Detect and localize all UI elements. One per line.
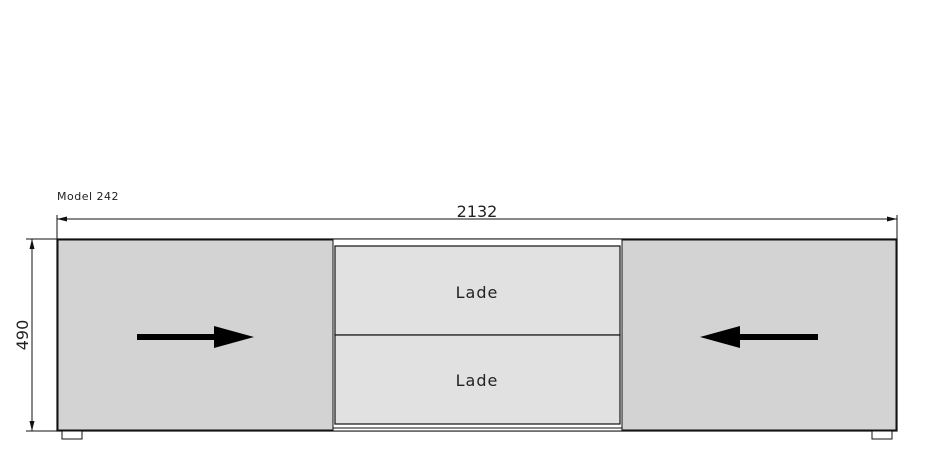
drawer-lower xyxy=(334,334,621,425)
drawer-lower-label: Lade xyxy=(456,371,499,390)
width-value: 2132 xyxy=(457,202,498,221)
height-dimension: 490 xyxy=(13,238,58,432)
drawer-upper-label: Lade xyxy=(456,283,499,302)
arrow-right-icon xyxy=(137,326,254,348)
arrow-left-icon xyxy=(700,326,818,348)
drawer-upper xyxy=(334,245,621,336)
foot-left xyxy=(61,430,83,440)
model-label: Model 242 xyxy=(57,190,119,203)
width-dimension: 2132 xyxy=(56,202,898,240)
foot-right xyxy=(871,430,893,440)
height-value: 490 xyxy=(13,320,32,351)
